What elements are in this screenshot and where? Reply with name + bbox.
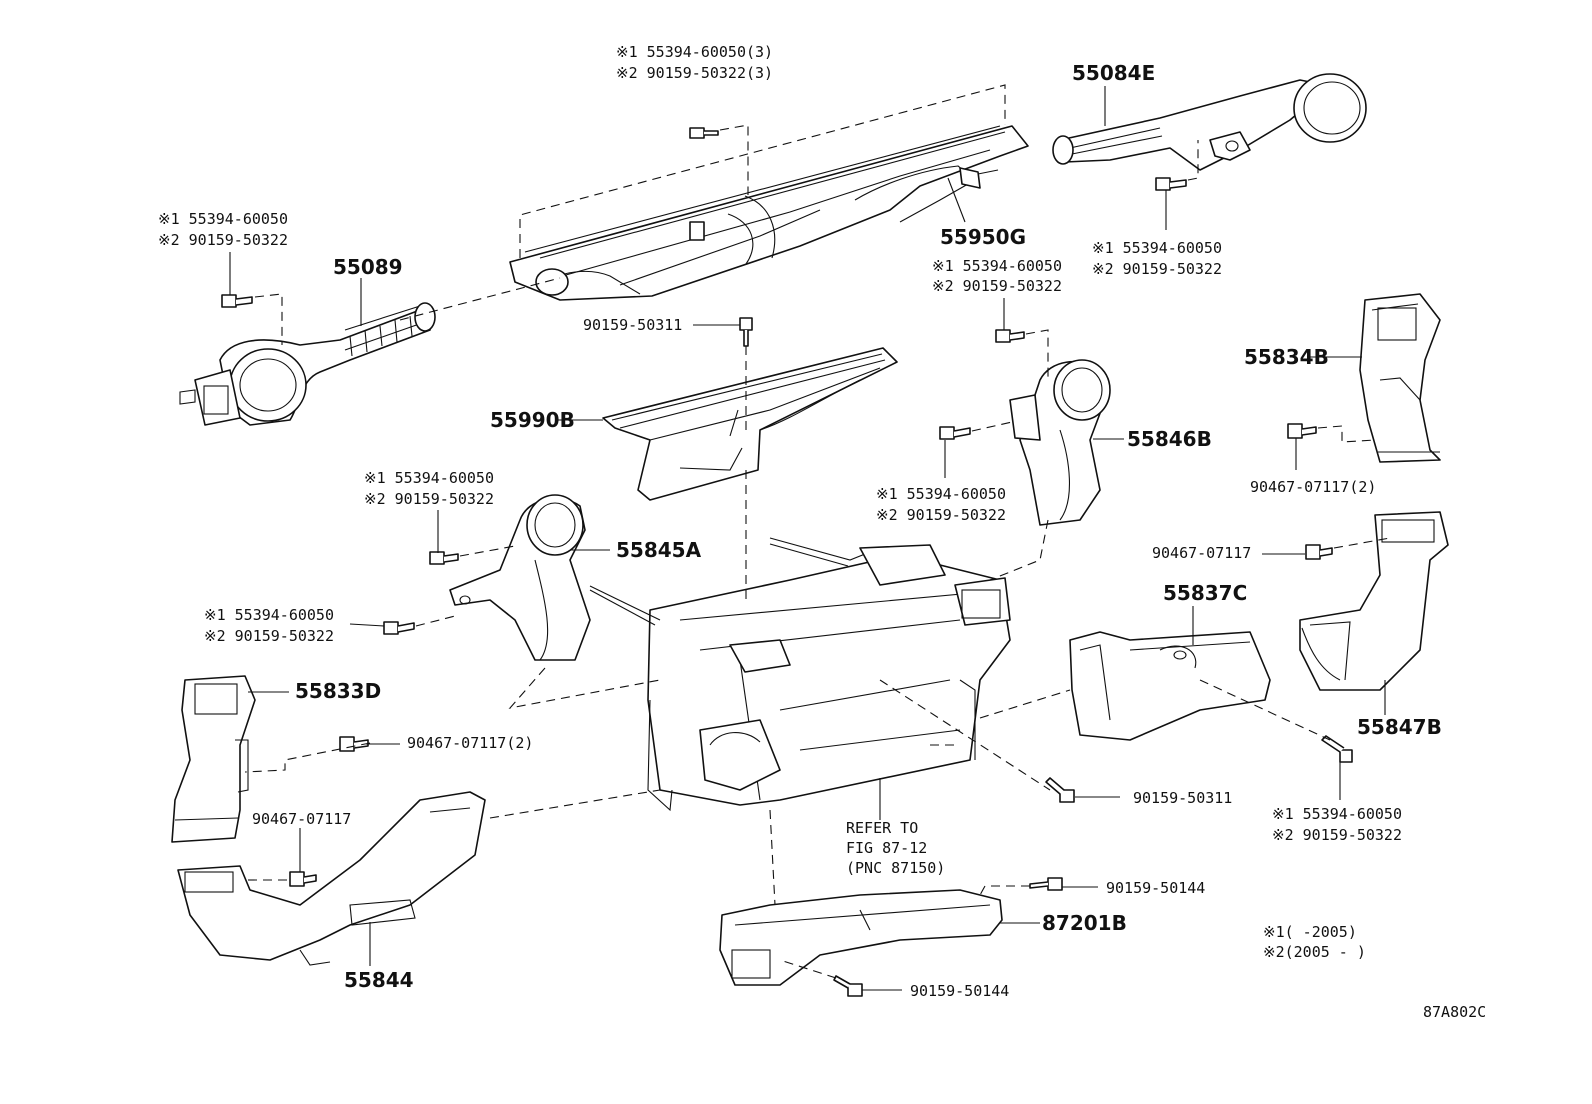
figure-id: 87A802C [1423, 1003, 1486, 1021]
callout-clip-right-2: 90467-07117(2) [1250, 478, 1376, 496]
label-bolt-90159-50144-a: 90159-50144 [1106, 879, 1205, 897]
callout-low-left-1: ※1 55394-60050 [204, 606, 334, 624]
label-55084e: 55084E [1072, 61, 1155, 85]
duct-87201b [719, 889, 1003, 986]
duct-55089 [179, 302, 436, 426]
label-55837c: 55837C [1163, 581, 1247, 605]
label-55950g: 55950G [940, 225, 1026, 249]
duct-55844 [177, 791, 486, 966]
assembly-lines [244, 84, 1391, 979]
callout-center-right-1: ※1 55394-60050 [932, 257, 1062, 275]
refer-line-3: (PNC 87150) [846, 859, 945, 877]
duct-55846b [1009, 359, 1111, 526]
callout-mid-right-2: ※2 90159-50322 [876, 506, 1006, 524]
refer-line-1: REFER TO [846, 819, 918, 837]
callout-low-right-2: ※2 90159-50322 [1272, 826, 1402, 844]
callout-clip-left: 90467-07117 [252, 810, 351, 828]
label-55834b: 55834B [1244, 345, 1329, 369]
refer-line-2: FIG 87-12 [846, 839, 927, 857]
callout-center-right-2: ※2 90159-50322 [932, 277, 1062, 295]
label-bolt-90159-50311-b: 90159-50311 [1133, 789, 1232, 807]
callout-left-upper-2: ※2 90159-50322 [158, 231, 288, 249]
duct-55847b [1299, 511, 1449, 691]
register-55990b [602, 347, 898, 501]
label-55846b: 55846B [1127, 427, 1212, 451]
leader-lines [229, 86, 1386, 991]
duct-55834b [1359, 293, 1441, 463]
label-55089: 55089 [333, 255, 403, 279]
label-87201b: 87201B [1042, 911, 1127, 935]
label-55990b: 55990B [490, 408, 575, 432]
callout-clip-right: 90467-07117 [1152, 544, 1251, 562]
label-55847b: 55847B [1357, 715, 1442, 739]
duct-55950g [509, 125, 1029, 301]
callout-low-right-1: ※1 55394-60050 [1272, 805, 1402, 823]
label-bolt-90159-50311-a: 90159-50311 [583, 316, 682, 334]
legend-line-1: ※1( -2005) [1263, 923, 1357, 941]
callout-mid-right-1: ※1 55394-60050 [876, 485, 1006, 503]
duct-55833d [171, 675, 256, 843]
label-55833d: 55833D [295, 679, 381, 703]
heater-unit [589, 537, 1011, 812]
callout-top-center-1: ※1 55394-60050(3) [616, 43, 773, 61]
callout-top-center-2: ※2 90159-50322(3) [616, 64, 773, 82]
label-bolt-90159-50144-b: 90159-50144 [910, 982, 1009, 1000]
callout-right-upper-1: ※1 55394-60050 [1092, 239, 1222, 257]
callout-mid-left-1: ※1 55394-60050 [364, 469, 494, 487]
fasteners [221, 127, 1353, 997]
duct-55084e [1052, 73, 1367, 171]
duct-55845a [449, 494, 591, 661]
labels: ※1 55394-60050(3) ※2 90159-50322(3) 5508… [158, 43, 1486, 1021]
duct-55837c [1069, 631, 1271, 741]
callout-mid-left-2: ※2 90159-50322 [364, 490, 494, 508]
callout-left-upper-1: ※1 55394-60050 [158, 210, 288, 228]
label-55844: 55844 [344, 968, 414, 992]
callout-right-upper-2: ※2 90159-50322 [1092, 260, 1222, 278]
callout-clip-left-2: 90467-07117(2) [407, 734, 533, 752]
callout-low-left-2: ※2 90159-50322 [204, 627, 334, 645]
label-55845a: 55845A [616, 538, 702, 562]
legend-line-2: ※2(2005 - ) [1263, 943, 1366, 961]
